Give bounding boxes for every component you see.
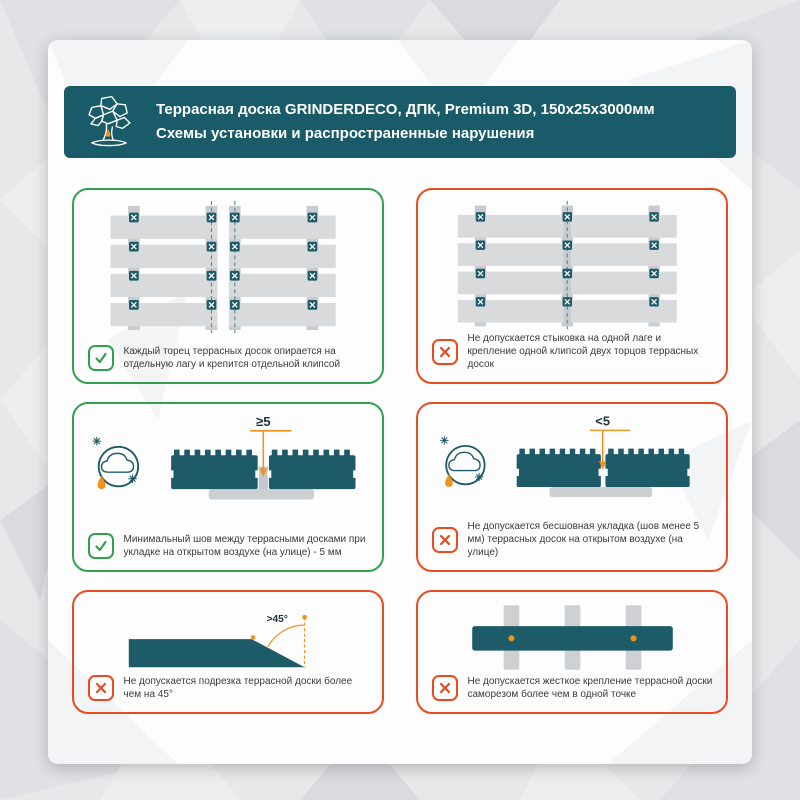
screw-fixing-diagram <box>471 605 673 670</box>
panel-shared-joist-violation: Не допускается стыковка на одной лаге и … <box>416 188 728 384</box>
check-icon <box>87 533 114 559</box>
caption-text: Не допускается подрезка террасной доски … <box>123 676 353 700</box>
caption-row: Не допускается жесткое крепление террасн… <box>431 675 713 701</box>
caption-text: Минимальный шов между террасными досками… <box>123 534 366 558</box>
header-band: Террасная доска GRINDERDECO, ДПК, Premiu… <box>64 86 736 158</box>
caption-text: Не допускается стыковка на одной лаге и … <box>467 333 699 370</box>
card-content: Террасная доска GRINDERDECO, ДПК, Premiu… <box>48 40 752 764</box>
caption-row: Не допускается стыковка на одной лаге и … <box>431 332 713 371</box>
caption-text: Каждый торец террасных досок опирается н… <box>123 346 341 370</box>
tree-logo-icon <box>88 95 131 147</box>
panel-seamless-violation: <5 Не допускается бесшовная укладка (шов… <box>416 402 728 572</box>
screw-dot <box>507 635 515 642</box>
panel-each-end-own-joist: Каждый торец террасных досок опирается н… <box>72 188 384 384</box>
deck-plan-violation-diagram <box>457 200 677 330</box>
caption-row: Каждый торец террасных досок опирается н… <box>87 345 369 371</box>
caption-row: Не допускается бесшовная укладка (шов ме… <box>431 520 713 559</box>
caption-text: Не допускается жесткое крепление террасн… <box>467 676 713 700</box>
caption-text: Не допускается бесшовная укладка (шов ме… <box>467 521 700 558</box>
logo <box>78 93 140 151</box>
header-title-line2: Схемы установки и распространенные наруш… <box>156 125 535 142</box>
panel-cut-angle-violation: >45° Не допускается подрезка террасной д… <box>72 590 384 714</box>
cross-icon <box>431 338 458 365</box>
angle-label: >45° <box>267 614 288 625</box>
gap-dimension-label: <5 <box>595 414 610 429</box>
panel-screw-fixing-violation: Не допускается жесткое крепление террасн… <box>416 590 728 714</box>
cross-icon <box>431 526 458 553</box>
screw-dot <box>629 635 637 642</box>
board-gap-correct-diagram: ≥5 <box>92 414 357 500</box>
caption-row: Не допускается подрезка террасной доски … <box>87 675 369 701</box>
header-title-line1: Террасная доска GRINDERDECO, ДПК, Premiu… <box>156 101 655 118</box>
cross-icon <box>87 675 114 701</box>
deck-plan-correct-diagram <box>110 201 336 333</box>
cut-angle-diagram: >45° <box>128 614 307 668</box>
panel-min-gap-5mm: ≥5 Минимальный шов между террасными доск… <box>72 402 384 572</box>
panels-grid: Каждый торец террасных досок опирается н… <box>72 188 728 714</box>
caption-row: Минимальный шов между террасными досками… <box>87 533 369 559</box>
gap-dimension-label: ≥5 <box>256 414 271 429</box>
weather-icon <box>440 436 484 487</box>
weather-icon <box>92 437 138 489</box>
check-icon <box>87 345 114 371</box>
header-title: Террасная доска GRINDERDECO, ДПК, Premiu… <box>156 98 655 146</box>
board-gap-violation-diagram: <5 <box>436 414 691 498</box>
poster-card: Террасная доска GRINDERDECO, ДПК, Premiu… <box>48 40 752 764</box>
cross-icon <box>431 675 458 701</box>
